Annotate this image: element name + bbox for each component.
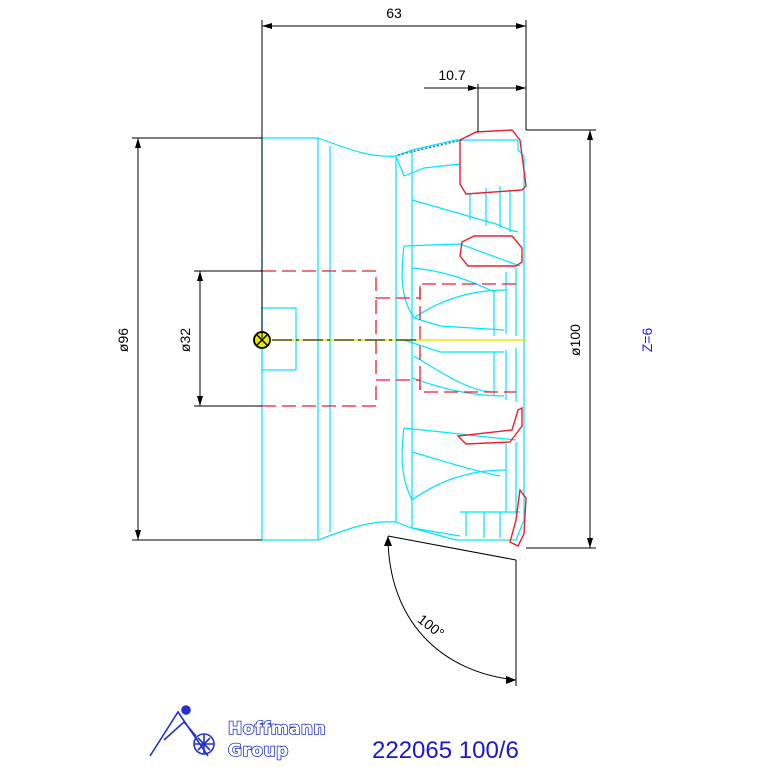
insert-lower xyxy=(456,406,523,445)
center-mark xyxy=(253,331,271,349)
dim-approach-angle: 100° xyxy=(415,611,448,641)
dimension-lines xyxy=(132,20,596,686)
dim-body-diameter: ø96 xyxy=(115,328,131,352)
dim-overall-length: 63 xyxy=(386,5,402,21)
dim-insert-offset: 10.7 xyxy=(438,67,465,83)
cutting-inserts xyxy=(456,129,527,547)
logo-line2: Group xyxy=(228,741,289,761)
dimension-arrows xyxy=(135,23,593,684)
insert-upper xyxy=(459,235,523,267)
hoffmann-logo: Hoffmann Group xyxy=(149,705,326,762)
dim-cutting-diameter: ø100 xyxy=(567,324,583,356)
dim-bore-diameter: ø32 xyxy=(177,328,193,352)
logo-line1: Hoffmann xyxy=(228,719,326,739)
insert-top xyxy=(459,129,527,195)
logo-emblem-icon xyxy=(149,705,215,757)
teeth-count: Z=6 xyxy=(639,328,655,353)
head-seam-line xyxy=(397,139,463,156)
bore-hidden-lines xyxy=(262,270,516,407)
cutter-body-outline xyxy=(261,137,525,541)
part-number: 222065 100/6 xyxy=(372,737,519,764)
insert-bottom xyxy=(509,488,527,547)
